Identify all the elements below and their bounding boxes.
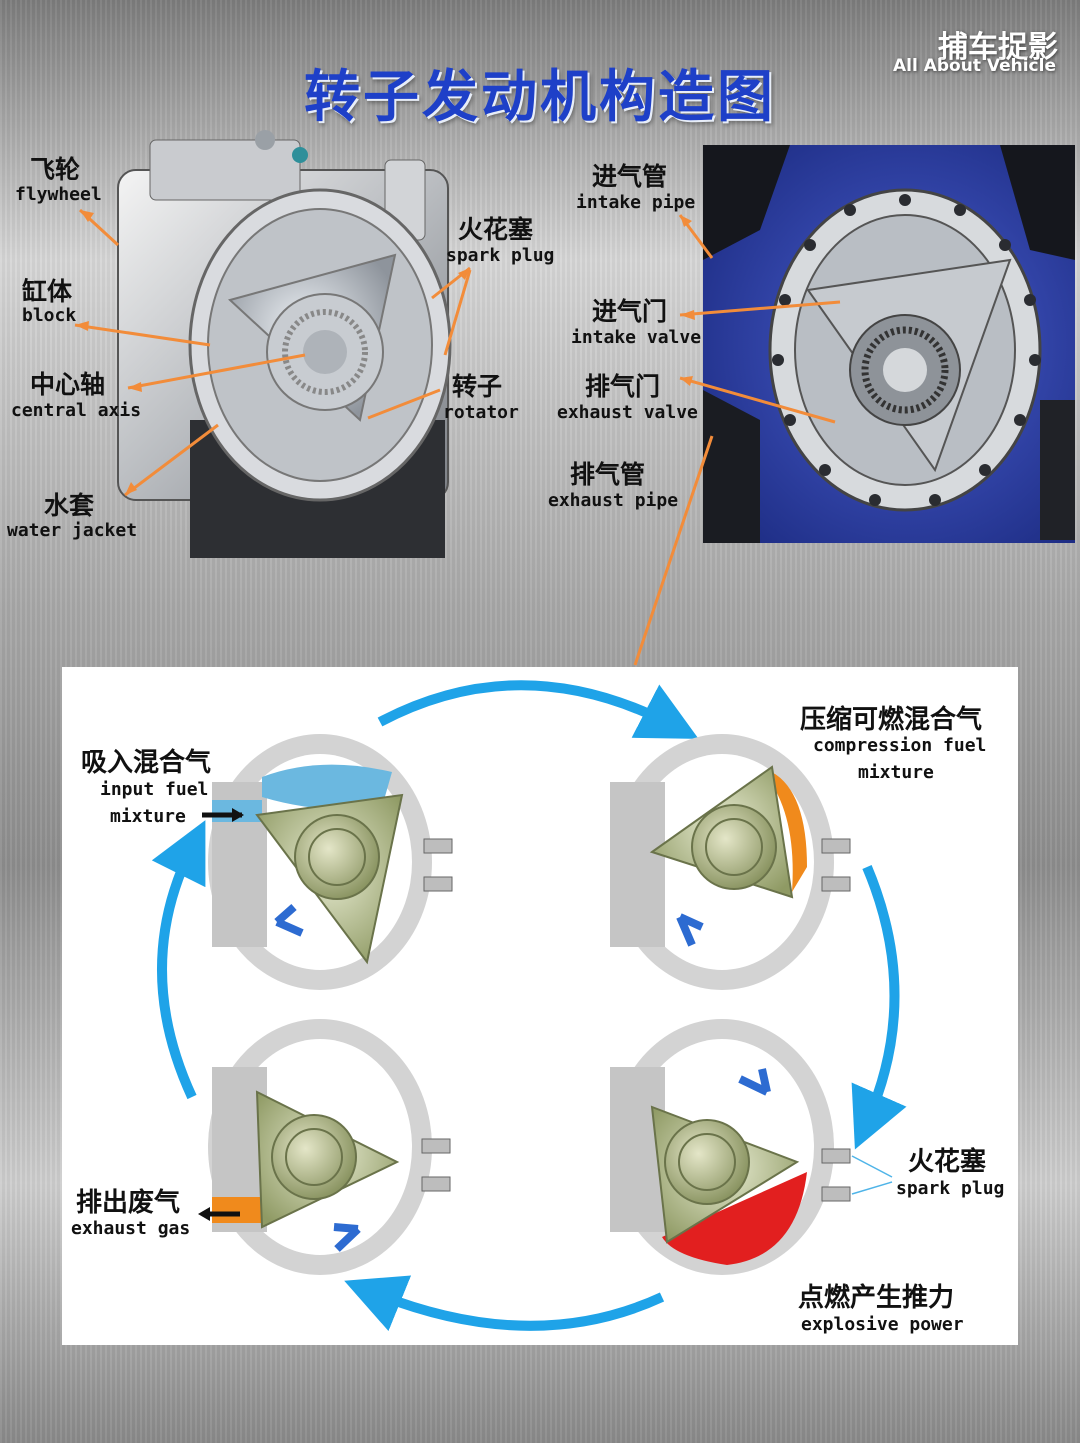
label-exhaust-valve-en: exhaust valve	[557, 402, 698, 423]
cycle-compress-cn: 压缩可燃混合气	[800, 705, 983, 735]
cycle-intake-en-2: mixture	[110, 806, 186, 827]
cycle-power-cn: 点燃产生推力	[798, 1283, 955, 1313]
label-rotor-cn: 转子	[452, 372, 503, 401]
label-exhaust-valve-cn: 排气门	[585, 372, 661, 401]
label-block-cn: 缸体	[22, 277, 73, 306]
engine-exhaust-stage	[198, 1019, 451, 1275]
cycle-compress-en-2: mixture	[858, 762, 934, 783]
brand-logo-en: All About Vehicle	[892, 56, 1056, 76]
cycle-exhaust-cn: 排出废气	[76, 1188, 181, 1218]
cycle-diagram-panel: 吸入混合气 input fuel mixture 压缩可燃混合气 compres…	[62, 667, 1018, 1345]
cycle-intake-en-1: input fuel	[100, 779, 209, 800]
engine-intake-stage	[202, 734, 453, 990]
label-intake-pipe-cn: 进气管	[592, 162, 668, 191]
cycle-exhaust-en: exhaust gas	[71, 1218, 191, 1239]
label-flywheel-en: flywheel	[15, 184, 102, 205]
rotary-cycle-diagram	[151, 680, 907, 1332]
label-exhaust-pipe-cn: 排气管	[570, 460, 646, 489]
label-jacket-cn: 水套	[44, 491, 95, 520]
brand-logo-cn: 捕车捉影	[938, 30, 1058, 65]
cycle-spark-cn: 火花塞	[908, 1147, 987, 1177]
cycle-spark-en: spark plug	[896, 1178, 1005, 1199]
label-spark-cn: 火花塞	[458, 215, 534, 244]
engine-compression-stage	[610, 734, 851, 990]
cycle-power-en: explosive power	[801, 1314, 964, 1335]
cycle-compress-en-1: compression fuel	[813, 735, 987, 756]
label-flywheel-cn: 飞轮	[30, 155, 81, 184]
engine-cutaway-illustration	[74, 130, 1075, 666]
engine-power-stage	[610, 1019, 893, 1275]
page-title: 转子发动机构造图	[304, 65, 776, 130]
label-intake-valve-cn: 进气门	[592, 297, 668, 326]
label-intake-valve-en: intake valve	[571, 327, 702, 348]
label-axis-cn: 中心轴	[30, 370, 106, 399]
label-intake-pipe-en: intake pipe	[576, 192, 696, 213]
label-rotor-en: rotator	[443, 402, 519, 423]
label-spark-en: spark plug	[446, 245, 555, 266]
label-block-en: block	[22, 305, 77, 326]
cycle-intake-cn: 吸入混合气	[81, 748, 212, 778]
label-exhaust-pipe-en: exhaust pipe	[548, 490, 679, 511]
label-jacket-en: water jacket	[7, 520, 138, 541]
label-axis-en: central axis	[11, 400, 142, 421]
